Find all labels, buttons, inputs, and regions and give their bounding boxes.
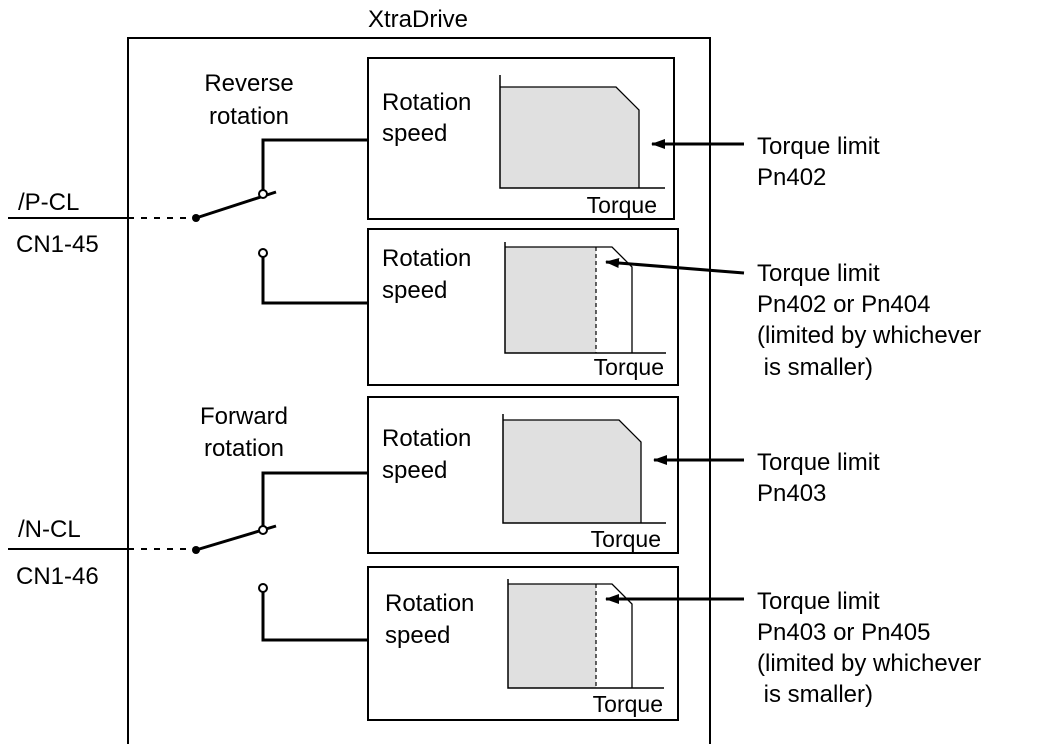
operating-region [503, 420, 641, 523]
y-axis-label-line2: speed [385, 622, 450, 649]
chart-axes [504, 242, 666, 354]
input-n-cl: /N-CL CN1-46 Forward rotation [8, 403, 368, 642]
switch-contact-lower [258, 583, 268, 593]
note-line: Pn403 [757, 480, 826, 507]
limit-curve [503, 419, 642, 523]
note-line: Torque limit [757, 260, 880, 287]
original-limit-curve [596, 583, 633, 688]
pin-label: CN1-46 [16, 563, 99, 590]
chart-axes [499, 75, 665, 189]
y-axis-label-line1: Rotation [382, 425, 471, 452]
note-line: Pn402 or Pn404 [757, 291, 930, 318]
note-line: is smaller) [757, 681, 873, 708]
pin-label: CN1-45 [16, 231, 99, 258]
input-p-cl: /P-CL CN1-45 Reverse rotation [8, 70, 368, 305]
y-axis-label-line2: speed [382, 120, 447, 147]
switch-contact-lower [258, 248, 268, 258]
note-line: Pn403 or Pn405 [757, 619, 930, 646]
chart-axes [502, 414, 666, 524]
signal-label: /P-CL [18, 189, 79, 216]
wire-lower [261, 257, 368, 305]
switch-label-line1: Reverse [204, 70, 293, 97]
wire-upper [261, 471, 368, 526]
switch-label-line1: Forward [200, 403, 288, 430]
switch-contact-upper [258, 189, 268, 199]
x-axis-label: Torque [594, 354, 664, 380]
y-axis-label-line2: speed [382, 277, 447, 304]
operating-region [505, 247, 596, 353]
y-axis-label-line1: Rotation [385, 590, 474, 617]
note-1: Torque limit Pn402 [651, 133, 880, 191]
x-axis-label: Torque [593, 691, 663, 717]
x-axis-label: Torque [587, 192, 657, 218]
limit-curve [500, 86, 640, 188]
note-line: (limited by whichever [757, 650, 981, 677]
torque-panel-4: Rotation speed Torque [367, 566, 679, 721]
y-axis-label-line2: speed [382, 457, 447, 484]
switch-label-line2: rotation [209, 103, 289, 130]
chart-axes [507, 579, 664, 689]
note-2: Torque limit Pn402 or Pn404 (limited by … [605, 258, 981, 381]
wire-upper [261, 138, 368, 190]
y-axis-label-line1: Rotation [382, 245, 471, 272]
switch-label-line2: rotation [204, 435, 284, 462]
note-4: Torque limit Pn403 or Pn405 (limited by … [605, 588, 981, 708]
note-line: is smaller) [757, 354, 873, 381]
operating-region [508, 584, 596, 688]
torque-panel-3: Rotation speed Torque [367, 396, 679, 554]
note-line: Torque limit [757, 133, 880, 160]
arrow [605, 258, 745, 275]
note-line: Torque limit [757, 588, 880, 615]
torque-panel-1: Rotation speed Torque [367, 57, 675, 220]
switch-contact-upper [258, 525, 268, 535]
operating-region [500, 87, 639, 188]
note-line: Pn402 [757, 164, 826, 191]
drive-title: XtraDrive [368, 6, 468, 33]
original-limit-curve [596, 246, 633, 353]
signal-label: /N-CL [18, 516, 81, 543]
note-line: Torque limit [757, 449, 880, 476]
y-axis-label-line1: Rotation [382, 89, 471, 116]
note-line: (limited by whichever [757, 322, 981, 349]
wire-lower [261, 592, 368, 642]
note-3: Torque limit Pn403 [653, 449, 880, 507]
x-axis-label: Torque [591, 526, 661, 552]
torque-panel-2: Rotation speed Torque [367, 228, 679, 386]
